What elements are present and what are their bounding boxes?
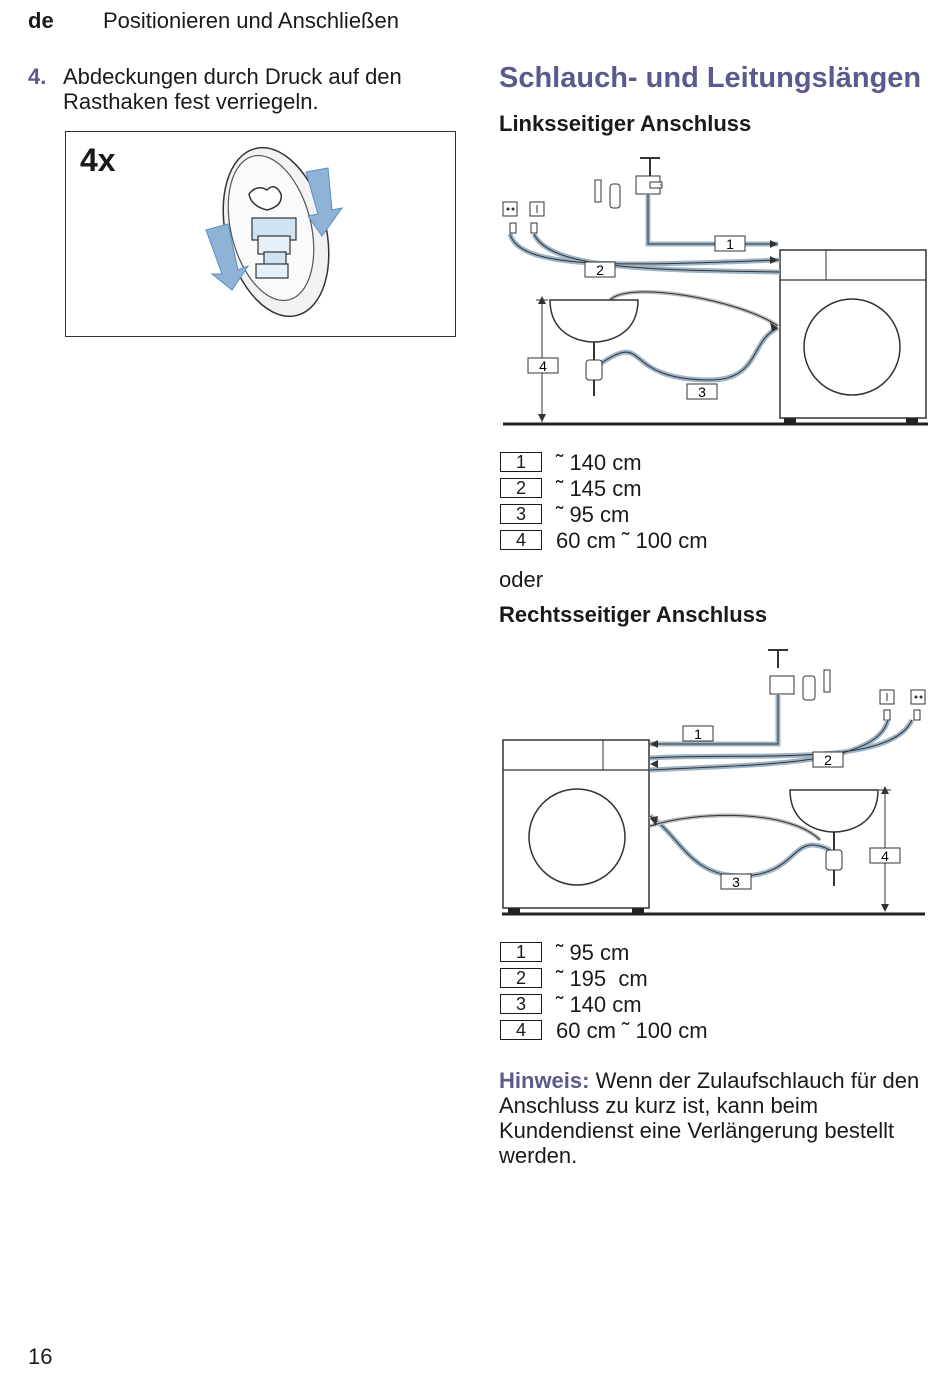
hoses (507, 194, 781, 383)
step-text: Abdeckungen durch Druck auf den Rasthake… (63, 64, 402, 114)
note-text: Wenn der Zulaufschlauch für den Anschlus… (499, 1068, 920, 1168)
callout-4-text: 4 (539, 358, 547, 374)
note-block: Hinweis: Wenn der Zulaufschlauch für den… (499, 1068, 929, 1168)
sink (549, 299, 639, 396)
callout-1-text: 1 (694, 726, 702, 742)
sockets (879, 689, 926, 721)
callout-3 (686, 383, 718, 400)
legend-number: 2 (500, 478, 542, 498)
legend-value: ˜ 95 cm (556, 502, 630, 527)
sink (789, 789, 879, 886)
step-number: 4. (28, 64, 47, 89)
legend-number: 4 (500, 1020, 542, 1040)
legend-value: ˜ 95 cm (556, 940, 630, 965)
legend-value: ˜ 140 cm (556, 450, 642, 475)
callout-2-text: 2 (596, 262, 604, 278)
sockets (502, 201, 545, 234)
water-tap (594, 157, 663, 209)
water-tap (768, 649, 831, 701)
left-connection-diagram: 1 2 3 4 (502, 157, 928, 426)
legend-value: ˜ 140 cm (556, 992, 642, 1017)
legend-value: 60 cm ˜ 100 cm (556, 1018, 708, 1043)
legend-value: 60 cm ˜ 100 cm (556, 528, 708, 553)
cover-lock-figure: 4x (65, 131, 456, 337)
note-label: Hinweis: (499, 1068, 590, 1093)
right-connection-diagram: 1 2 3 4 (502, 649, 926, 916)
callout-4-text: 4 (881, 848, 889, 864)
callout-3-text: 3 (732, 874, 740, 890)
section-title: Schlauch- und Leitungslängen (499, 62, 922, 94)
callout-3 (720, 873, 752, 890)
legend-number: 2 (500, 968, 542, 988)
legend-number: 1 (500, 452, 542, 472)
legend-value: ˜ 195 cm (556, 966, 648, 991)
callout-4 (527, 357, 559, 374)
right-connection-heading: Rechtsseitiger Anschluss (499, 602, 768, 627)
callout-4 (869, 847, 901, 864)
legend-number: 1 (500, 942, 542, 962)
callout-1-text: 1 (726, 236, 734, 252)
callout-3-text: 3 (698, 384, 706, 400)
legend-number: 3 (500, 994, 542, 1014)
legend-value: ˜ 145 cm (556, 476, 642, 501)
callout-1 (714, 235, 746, 252)
legend-number: 3 (500, 504, 542, 524)
callout-2-text: 2 (824, 752, 832, 768)
washing-machine (779, 249, 927, 423)
page-header-title: Positionieren und Anschließen (103, 8, 399, 33)
instruction-step: 4. Abdeckungen durch Druck auf den Rasth… (28, 64, 448, 114)
figure-repeat-label: 4x (80, 142, 116, 178)
or-separator: oder (499, 567, 544, 592)
left-connection-heading: Linksseitiger Anschluss (499, 111, 752, 136)
language-code: de (28, 8, 54, 33)
page-number: 16 (28, 1344, 53, 1369)
callout-2 (812, 751, 844, 768)
callout-1 (682, 725, 714, 742)
callout-2 (584, 261, 616, 278)
legend-number: 4 (500, 530, 542, 550)
washing-machine (502, 739, 650, 913)
cover-lock-illustration (205, 146, 344, 318)
